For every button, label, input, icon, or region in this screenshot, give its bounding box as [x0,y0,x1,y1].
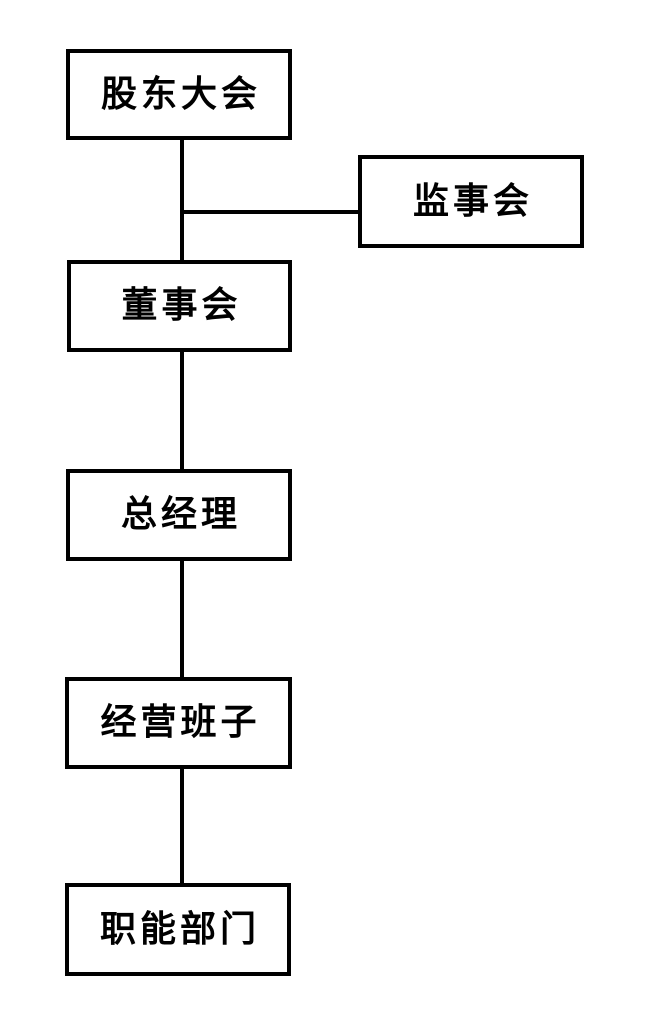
node-label: 监事会 [412,180,533,222]
connector-to-supervisory-board [182,210,358,214]
connector-management-team-to-departments [180,769,184,883]
node-board-of-directors: 董事会 [67,260,292,352]
node-general-manager: 总经理 [66,469,292,561]
node-shareholders-meeting: 股东大会 [66,49,292,140]
node-label: 董事会 [121,285,242,326]
node-management-team: 经营班子 [65,677,292,769]
node-functional-departments: 职能部门 [65,883,291,976]
node-supervisory-board: 监事会 [358,155,584,248]
node-label: 股东大会 [100,73,261,115]
node-label: 总经理 [120,494,241,535]
connector-shareholders-to-board [180,140,184,260]
node-label: 经营班子 [100,702,261,743]
node-label: 职能部门 [99,908,260,950]
connector-gm-to-management-team [180,561,184,677]
connector-board-to-gm [180,352,184,469]
